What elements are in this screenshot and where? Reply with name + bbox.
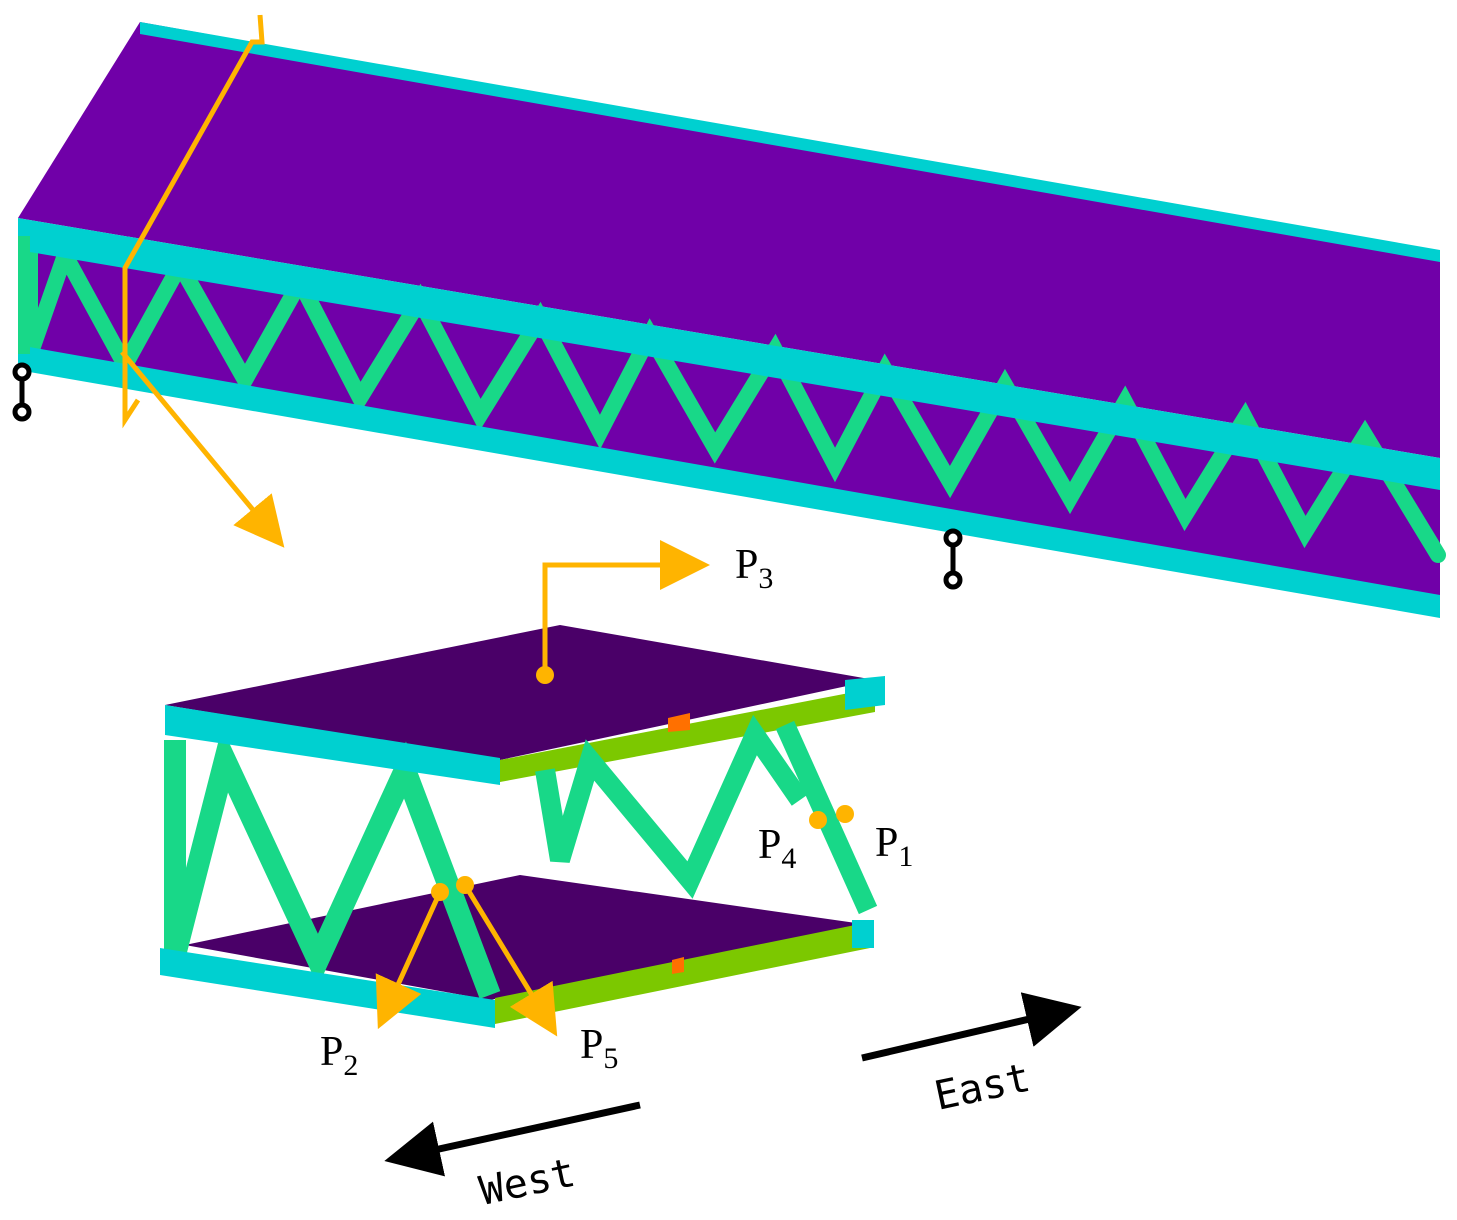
front-diagonals (164, 727, 501, 999)
label-p5: P5 (580, 1022, 618, 1075)
truss-diagonals (22, 235, 1446, 563)
p2-point (431, 883, 449, 901)
label-p4: P4 (758, 822, 796, 875)
east-arrow (861, 992, 1082, 1062)
p2-arrow (375, 890, 443, 1030)
p3-point (536, 666, 554, 684)
top-deck (18, 22, 1440, 458)
top-front-chord (18, 218, 1440, 490)
east-label: East (931, 1055, 1035, 1120)
upper-right-block (845, 676, 885, 710)
west-arrow (384, 1101, 641, 1177)
label-p2: P2 (320, 1029, 358, 1082)
top-back-chord (140, 22, 1440, 262)
point-labels: P3 P4 P1 P2 P5 (320, 542, 913, 1082)
p4-point (809, 811, 827, 829)
p3-arrow (542, 540, 710, 675)
direction-indicators: East West (384, 992, 1082, 1215)
section-pointer-arrow (120, 350, 285, 548)
end-post (18, 236, 30, 354)
section-cut-line (122, 14, 265, 429)
lower-deck-orange-mark (672, 957, 684, 974)
full-span-bridge (12, 14, 1446, 618)
label-p1: P1 (875, 820, 913, 873)
lower-end-block (852, 920, 874, 948)
p5-arrow (462, 883, 558, 1037)
section-detail (160, 540, 885, 1037)
lower-deck-plate (185, 875, 870, 1000)
p5-point (456, 876, 474, 894)
p1-point (836, 805, 854, 823)
support-pin-icon (12, 362, 32, 422)
support-pin-icon (943, 528, 963, 590)
label-p3: P3 (735, 542, 773, 595)
bottom-front-chord (18, 345, 1440, 618)
upper-front-chord (165, 705, 500, 785)
upper-deck-orange-mark (668, 713, 690, 732)
back-diagonals (535, 714, 809, 899)
lower-deck-edge-beam (495, 922, 870, 1024)
upper-deck-plate (165, 625, 875, 760)
west-label: West (476, 1150, 580, 1215)
